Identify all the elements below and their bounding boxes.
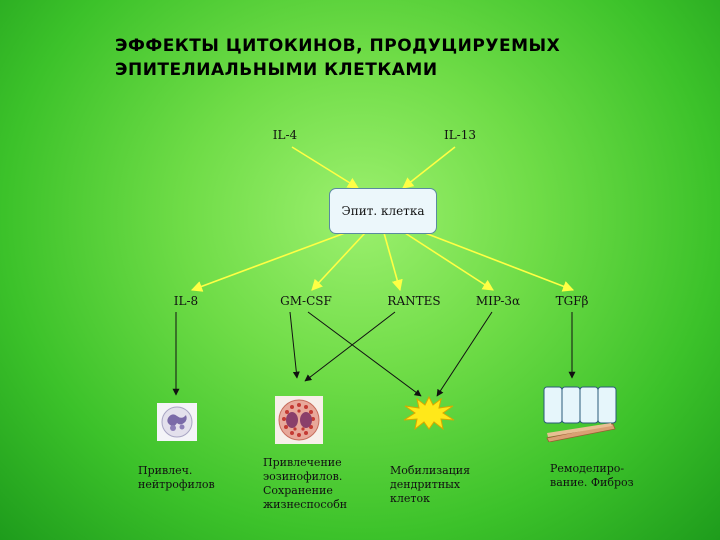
slide-title: ЭФФЕКТЫ ЦИТОКИНОВ, ПРОДУЦИРУЕМЫХ ЭПИТЕЛИ… bbox=[115, 34, 675, 82]
arrow-rantes-to-eosinophil bbox=[304, 311, 396, 382]
epithelium-fibrosis-icon bbox=[543, 386, 617, 442]
epithelial-cell-label: Эпит. клетка bbox=[341, 204, 425, 218]
outcome-eosinophils-line-1: Привлечение bbox=[263, 456, 342, 469]
arrow-gmcsf-to-eosinophil bbox=[289, 311, 300, 379]
label-tgfb: TGFβ bbox=[555, 294, 589, 308]
arrow-cell-to-tgfb bbox=[424, 232, 575, 292]
outcome-dendritic: Мобилизация дендритных клеток bbox=[390, 464, 470, 506]
outcome-remodeling-line-2: вание. Фиброз bbox=[550, 476, 634, 489]
outcome-eosinophils: Привлечение эозинофилов. Сохранение жизн… bbox=[263, 456, 347, 512]
title-line-2: ЭПИТЕЛИАЛЬНЫМИ КЛЕТКАМИ bbox=[115, 60, 438, 80]
outcome-neutrophils-line-1: Привлеч. bbox=[138, 464, 193, 477]
outcome-remodeling: Ремоделиро- вание. Фиброз bbox=[550, 462, 634, 490]
arrow-cell-to-mip3a bbox=[404, 232, 494, 291]
dendritic-cell-star-icon bbox=[403, 396, 455, 430]
label-il4: IL-4 bbox=[272, 128, 298, 142]
outcome-remodeling-line-1: Ремоделиро- bbox=[550, 462, 625, 475]
arrow-il13-to-cell bbox=[402, 146, 456, 189]
title-line-1: ЭФФЕКТЫ ЦИТОКИНОВ, ПРОДУЦИРУЕМЫХ bbox=[115, 36, 561, 56]
neutrophil-cell-icon bbox=[157, 403, 197, 441]
label-mip3a: MIP-3α bbox=[475, 294, 521, 308]
arrow-cell-to-gmcsf bbox=[311, 232, 366, 291]
outcome-dendritic-line-2: дендритных bbox=[390, 478, 461, 491]
label-il8: IL-8 bbox=[173, 294, 199, 308]
outcome-neutrophils-line-2: нейтрофилов bbox=[138, 478, 215, 491]
arrow-gmcsf-to-dendritic bbox=[307, 311, 422, 397]
outcome-eosinophils-line-2: эозинофилов. bbox=[263, 470, 343, 483]
arrow-cell-to-rantes bbox=[383, 232, 403, 292]
arrow-mip3a-to-dendritic bbox=[436, 311, 493, 397]
arrow-cell-to-il8 bbox=[190, 232, 346, 292]
outcome-eosinophils-line-3: Сохранение bbox=[263, 484, 333, 497]
eosinophil-cell-icon bbox=[275, 396, 323, 444]
label-il13: IL-13 bbox=[443, 128, 477, 142]
epithelial-cell-box: Эпит. клетка bbox=[329, 188, 437, 234]
label-gmcsf: GM-CSF bbox=[280, 294, 332, 308]
outcome-neutrophils: Привлеч. нейтрофилов bbox=[138, 464, 215, 492]
label-rantes: RANTES bbox=[387, 294, 441, 308]
outcome-eosinophils-line-4: жизнеспособн bbox=[263, 498, 348, 511]
outcome-dendritic-line-3: клеток bbox=[390, 492, 430, 505]
arrow-il4-to-cell bbox=[291, 146, 359, 189]
outcome-dendritic-line-1: Мобилизация bbox=[390, 464, 471, 477]
